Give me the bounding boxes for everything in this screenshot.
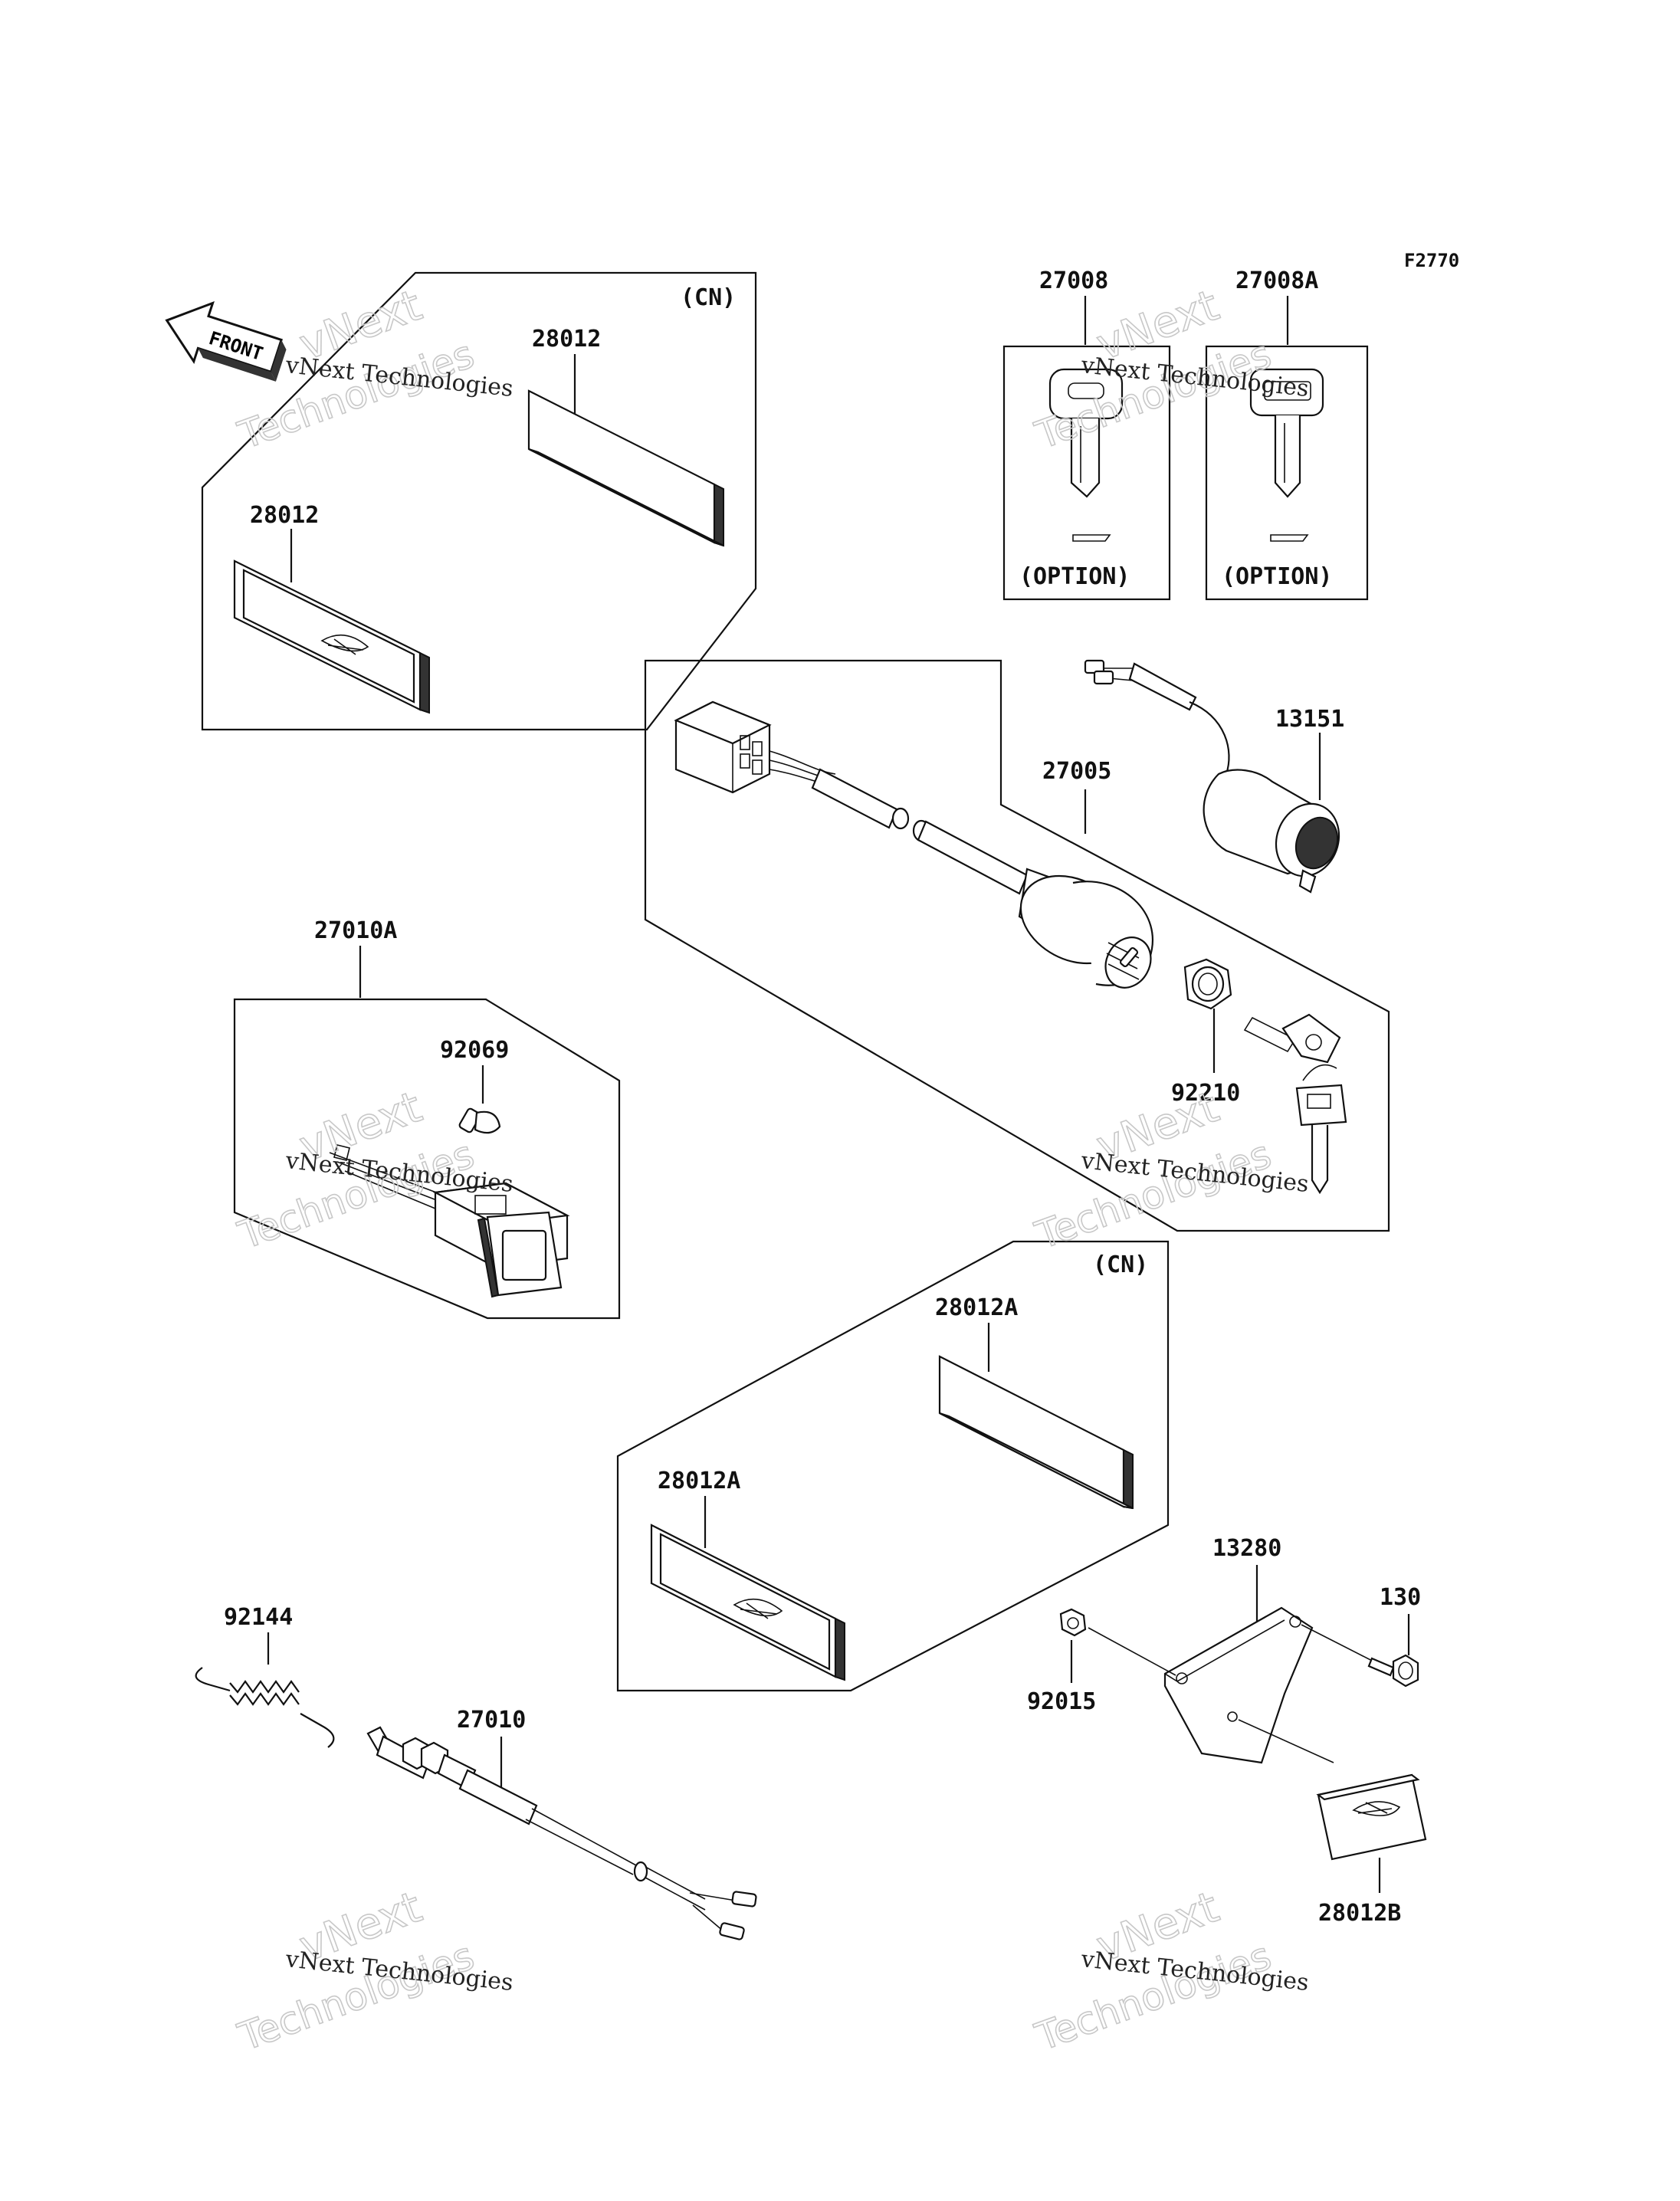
- key-blank-27008: [1048, 368, 1124, 542]
- group-reflector-cn-mid: (CN) 28012A 28012A: [616, 1240, 1170, 1692]
- label-28012-upper: 28012: [532, 326, 601, 353]
- label-28012B: 28012B: [1318, 1900, 1401, 1927]
- group-switch-27010A: 27010A 92069: [233, 917, 621, 1320]
- spring-92144: [195, 1667, 335, 1748]
- label-28012A-upper: 28012A: [935, 1294, 1018, 1321]
- label-27010A: 27010A: [314, 917, 397, 944]
- bracket-13280: [1163, 1606, 1314, 1764]
- label-27008: 27008: [1039, 267, 1108, 294]
- watermark-mid-right: vNext Technologies vNext Technologies: [1029, 1081, 1311, 1258]
- watermark-bottom-right: vNext Technologies vNext Technologies: [1029, 1881, 1311, 2060]
- label-92069: 92069: [440, 1037, 509, 1064]
- key-blank-27008A: [1249, 368, 1324, 542]
- brake-switch-27010: [366, 1726, 757, 1940]
- tag-cn-mid: (CN): [1093, 1251, 1148, 1278]
- socket-13151: [1084, 659, 1340, 894]
- tag-option-right: (OPTION): [1222, 563, 1333, 590]
- label-92144: 92144: [224, 1604, 293, 1631]
- group-switch-27010: 27010: [366, 1707, 757, 1940]
- bolt-130: [1367, 1654, 1419, 1688]
- watermark-bottom-left: vNext Technologies vNext Technologies: [232, 1881, 515, 2060]
- label-13151: 13151: [1275, 706, 1344, 733]
- key-pair-27005: [1243, 1013, 1347, 1195]
- group-key-27008A: 27008A (OPTION): [1205, 267, 1369, 601]
- reflector-28012-lower: [233, 559, 430, 714]
- figure-code: F2770: [1404, 250, 1459, 271]
- label-13280: 13280: [1212, 1535, 1281, 1562]
- group-ignition-switch-27005: 27005: [644, 659, 1390, 1232]
- group-spring-92144: 92144: [195, 1604, 335, 1748]
- label-27008A: 27008A: [1235, 267, 1318, 294]
- label-92210: 92210: [1171, 1080, 1240, 1107]
- group-key-27008: 27008 (OPTION): [1002, 267, 1171, 601]
- tag-option-left: (OPTION): [1019, 563, 1130, 590]
- group-reflector-cn-top: (CN) 28012 28012: [201, 271, 757, 731]
- front-arrow-icon: FRONT: [165, 300, 287, 382]
- label-28012A-lower: 28012A: [658, 1468, 740, 1494]
- label-27010: 27010: [457, 1707, 526, 1734]
- switch-body-27005: [1018, 868, 1154, 989]
- reflector-28012B: [1316, 1773, 1427, 1861]
- label-27005: 27005: [1042, 758, 1111, 785]
- group-bracket-13280: 13280 130 92015 28012B: [1027, 1535, 1427, 1927]
- label-92015: 92015: [1027, 1688, 1096, 1715]
- nut-92210: [1183, 958, 1232, 1010]
- tag-cn-top: (CN): [681, 284, 736, 311]
- switch-body-27010A: [432, 1182, 570, 1298]
- label-28012-lower: 28012: [250, 502, 319, 529]
- bulb-92069: [458, 1107, 501, 1134]
- reflector-28012A-upper: [938, 1355, 1134, 1510]
- reflector-28012A-lower: [650, 1524, 845, 1681]
- nut-92015: [1059, 1608, 1087, 1637]
- label-130: 130: [1380, 1584, 1421, 1611]
- reflector-28012-upper: [527, 389, 724, 547]
- connector-27005: [674, 700, 772, 794]
